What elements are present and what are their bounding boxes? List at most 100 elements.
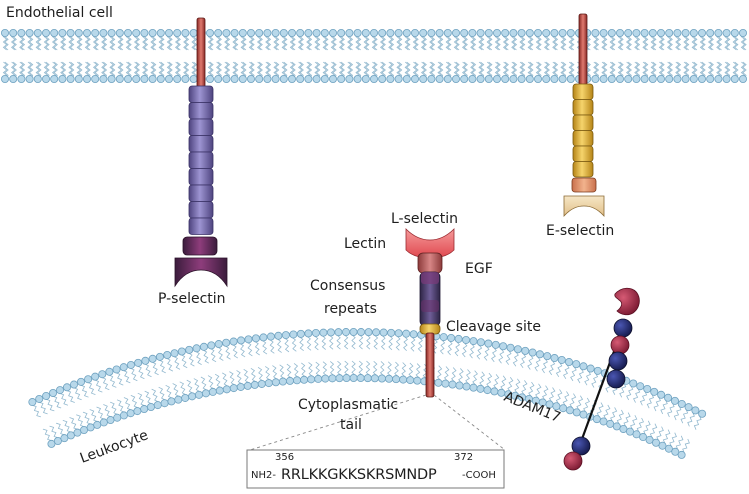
- lipid-tail: [373, 61, 378, 79]
- lectin-label: Lectin: [344, 236, 386, 252]
- lipid-tail: [634, 61, 639, 79]
- lipid-head: [652, 438, 661, 447]
- lipid-head: [349, 374, 358, 383]
- e-selectin-repeat: [572, 130, 594, 147]
- lipid-head: [47, 439, 56, 448]
- lipid-head: [106, 416, 115, 425]
- lipid-tail: [389, 61, 395, 79]
- lipid-head: [643, 384, 652, 393]
- lipid-head: [542, 28, 551, 37]
- lipid-tail: [675, 33, 680, 51]
- lipid-head: [328, 75, 337, 84]
- lipid-tail: [406, 61, 411, 79]
- lipid-head: [402, 329, 411, 338]
- lipid-head: [714, 28, 723, 37]
- lipid-tail: [160, 61, 165, 79]
- lipid-head: [99, 75, 108, 84]
- lipid-head: [492, 75, 501, 84]
- lipid-tail: [215, 33, 221, 51]
- lipid-tail: [693, 61, 698, 79]
- lipid-tail: [283, 61, 288, 79]
- lipid-head: [271, 378, 280, 387]
- lipid-tail: [256, 61, 262, 79]
- lipid-tail: [609, 61, 615, 79]
- lipid-head: [74, 28, 83, 37]
- lipid-head: [62, 383, 71, 392]
- lipid-head: [606, 419, 615, 428]
- lipid-head: [586, 364, 595, 373]
- lipid-head: [222, 28, 231, 37]
- lipid-head: [312, 75, 321, 84]
- lipid-head: [66, 28, 75, 37]
- lipid-tail: [348, 61, 354, 79]
- lipid-tail: [593, 61, 598, 79]
- lipid-tail: [584, 61, 590, 79]
- lipid-head: [173, 75, 182, 84]
- lipid-tail: [209, 61, 214, 79]
- lipid-tail: [617, 61, 623, 79]
- lipid-head: [208, 387, 217, 396]
- lipid-head: [124, 28, 133, 37]
- lipid-tail: [420, 61, 426, 79]
- e-selectin-protein: [563, 13, 605, 218]
- cytoplasmatic-label-line1: Cytoplasmatic: [298, 397, 398, 413]
- lipid-head: [592, 415, 601, 424]
- lipid-tail: [740, 61, 746, 79]
- lipid-tail: [19, 33, 24, 51]
- lipid-head: [543, 352, 552, 361]
- lipid-tail: [396, 33, 401, 51]
- lipid-tail: [168, 61, 173, 79]
- lipid-head: [413, 376, 422, 385]
- consensus-label-line2: repeats: [324, 301, 377, 317]
- lipid-tail: [611, 61, 616, 79]
- lipid-head: [435, 28, 444, 37]
- lipid-tail: [265, 33, 270, 51]
- lipid-tail: [183, 33, 188, 51]
- lipid-tail: [150, 61, 155, 79]
- p-selectin-repeat: [188, 201, 214, 219]
- lipid-tail: [217, 61, 222, 79]
- lipid-tail: [207, 61, 213, 79]
- lipid-tail: [84, 61, 90, 79]
- lipid-tail: [520, 61, 526, 79]
- lipid-head: [320, 75, 329, 84]
- lipid-tail: [420, 33, 426, 51]
- e-selectin-label: E-selectin: [546, 223, 614, 239]
- lipid-tail: [240, 61, 246, 79]
- lipid-head: [593, 366, 602, 375]
- lipid-tail: [716, 61, 721, 79]
- lipid-tail: [486, 33, 492, 51]
- lipid-head: [189, 75, 198, 84]
- lipid-head: [509, 75, 518, 84]
- lipid-head: [328, 28, 337, 37]
- lipid-head: [394, 28, 403, 37]
- lipid-tail: [27, 33, 32, 51]
- lipid-head: [236, 382, 245, 391]
- lipid-tail: [576, 33, 582, 51]
- lipid-tail: [650, 33, 656, 51]
- lipid-tail: [552, 33, 557, 51]
- lipid-tail: [707, 61, 713, 79]
- lipid-tail: [232, 33, 237, 51]
- adam17-protease: [563, 287, 640, 471]
- lipid-head: [1, 75, 9, 84]
- lipid-head: [163, 351, 172, 360]
- lipid-tail: [478, 61, 483, 79]
- lipid-head: [476, 384, 485, 393]
- lipid-tail: [45, 61, 50, 79]
- e-selectin-repeat: [572, 161, 594, 178]
- lipid-tail: [330, 33, 336, 51]
- lipid-head: [321, 374, 330, 383]
- lipid-head: [205, 75, 214, 84]
- lipid-head: [462, 335, 471, 344]
- lipid-tail: [619, 61, 624, 79]
- lipid-tail: [215, 61, 221, 79]
- lipid-head: [229, 337, 238, 346]
- lipid-tail: [324, 61, 329, 79]
- lipid-tail: [471, 61, 477, 79]
- p-selectin-egf: [182, 236, 218, 256]
- lipid-head: [640, 75, 649, 84]
- lipid-tail: [143, 61, 149, 79]
- lipid-head: [289, 330, 298, 339]
- lipid-tail: [684, 61, 690, 79]
